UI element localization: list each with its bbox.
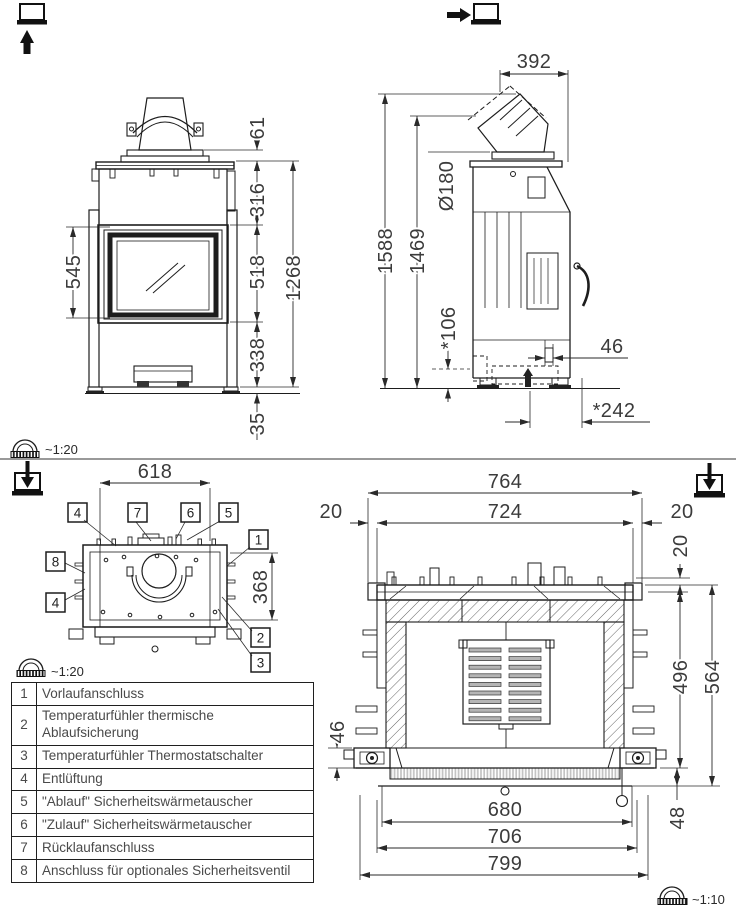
svg-text:8: 8 (52, 554, 60, 569)
svg-text:2: 2 (257, 630, 265, 645)
svg-text:3: 3 (257, 655, 265, 670)
legend-table: 1 Vorlaufanschluss 2 Temperaturfühler th… (11, 682, 314, 883)
callout-5: 5 (218, 502, 239, 523)
dim-front-base-height: 35 (247, 412, 269, 435)
dim-side-flue-diameter: Ø180 (436, 161, 458, 212)
dim-side-top-depth: 392 (517, 51, 552, 73)
view-direction-icon-side (447, 3, 501, 25)
dim-section-outer-depth: 564 (702, 660, 724, 695)
scale-label-top: ~1:20 (10, 439, 78, 458)
dim-section-right-margin: 20 (670, 501, 693, 523)
legend-num: 7 (11, 836, 37, 860)
dim-section-inner-width: 724 (488, 501, 523, 523)
scale-label-section: ~1:10 (657, 886, 725, 907)
dim-front-total-height: 1268 (283, 255, 305, 301)
dim-plan-body-width: 618 (138, 461, 173, 483)
callout-6: 6 (180, 502, 201, 523)
legend-row: 1 Vorlaufanschluss (11, 682, 314, 706)
dim-section-bottom-height: 48 (667, 806, 689, 829)
view-direction-icon-front (17, 3, 47, 54)
legend-num: 1 (11, 682, 37, 706)
plan-view (68, 533, 242, 653)
front-view (85, 97, 300, 394)
legend-label: "Ablauf" Sicherheitswärmetauscher (36, 790, 314, 815)
callout-4-top: 4 (67, 502, 88, 523)
legend-num: 6 (11, 813, 37, 838)
legend-num: 4 (11, 767, 37, 792)
dim-side-total-height: 1588 (375, 228, 397, 274)
legend-row: 6 "Zulauf" Sicherheitswärmetauscher (11, 813, 314, 838)
dim-front-door-height: 518 (247, 255, 269, 290)
front-view-dimensions: 545 61 316 518 338 35 1268 (61, 114, 307, 440)
legend-row: 8 Anschluss für optionales Sicherheitsve… (11, 859, 314, 883)
view-direction-icon-section (694, 463, 725, 498)
svg-text:7: 7 (134, 505, 142, 520)
section-view-dimensions: 764 724 20 20 20 496 564 48 46 (317, 469, 726, 880)
scale-section-text: ~1:10 (692, 892, 725, 907)
legend-num: 2 (11, 704, 37, 746)
dim-section-top-margin: 20 (670, 534, 692, 557)
legend-row: 4 Entlüftung (11, 767, 314, 792)
dim-section-outer-width: 764 (488, 471, 523, 493)
callout-2: 2 (250, 627, 271, 648)
legend-label: Temperaturfühler thermische Ablaufsicher… (36, 704, 314, 746)
svg-text:4: 4 (74, 505, 82, 520)
svg-text:4: 4 (52, 595, 60, 610)
dim-side-collar-height: 1469 (407, 228, 429, 274)
dim-front-glass-height: 545 (63, 255, 85, 290)
section-view (343, 562, 667, 808)
dim-side-bottom-clearance: *106 (438, 307, 460, 350)
callout-3: 3 (250, 652, 271, 673)
callout-4-left: 4 (45, 592, 66, 613)
dim-section-grate-width: 680 (488, 799, 523, 821)
svg-text:5: 5 (225, 505, 233, 520)
legend-label: Anschluss für optionales Sicherheitsvent… (36, 859, 314, 883)
dim-plan-body-depth: 368 (250, 570, 272, 605)
svg-text:6: 6 (187, 505, 195, 520)
dim-section-side-gap: 46 (327, 720, 349, 743)
dim-section-inner-depth: 496 (670, 660, 692, 695)
legend-num: 8 (11, 859, 37, 883)
legend-label: "Zulauf" Sicherheitswärmetauscher (36, 813, 314, 838)
legend-row: 7 Rücklaufanschluss (11, 836, 314, 860)
legend-row: 5 "Ablauf" Sicherheitswärmetauscher (11, 790, 314, 815)
scale-label-plan: ~1:20 (16, 658, 84, 679)
callout-7: 7 (127, 502, 148, 523)
dim-front-lower-height: 338 (247, 338, 269, 373)
dim-section-base-width: 799 (488, 853, 523, 875)
dim-section-pan-width: 706 (488, 826, 523, 848)
dim-section-left-margin: 20 (319, 501, 342, 523)
legend-label: Entlüftung (36, 767, 314, 792)
legend-label: Vorlaufanschluss (36, 682, 314, 706)
legend-row: 3 Temperaturfühler Thermostatschalter (11, 744, 314, 769)
scale-top-text: ~1:20 (45, 442, 78, 457)
view-direction-icon-plan (12, 461, 43, 496)
svg-text:1: 1 (255, 532, 263, 547)
dim-front-upper-height: 316 (247, 183, 269, 218)
legend-label: Rücklaufanschluss (36, 836, 314, 860)
side-view (380, 85, 620, 389)
plan-view-dimensions: 618 368 (99, 459, 278, 621)
legend-num: 5 (11, 790, 37, 815)
scale-plan-text: ~1:20 (51, 664, 84, 679)
plan-view-callouts: 4 7 6 5 8 4 1 2 (45, 502, 271, 673)
grate-slots (468, 647, 542, 722)
callout-1: 1 (248, 529, 269, 550)
legend-row: 2 Temperaturfühler thermische Ablaufsich… (11, 704, 314, 746)
dim-side-base-depth: *242 (593, 400, 636, 422)
side-view-dimensions: 392 1588 1469 Ø180 *106 46 *242 (373, 49, 650, 428)
legend-num: 3 (11, 744, 37, 769)
callout-8: 8 (45, 551, 66, 572)
dim-side-rear-gap: 46 (600, 336, 623, 358)
dim-front-collar-height: 61 (247, 116, 269, 139)
legend-label: Temperaturfühler Thermostatschalter (36, 744, 314, 769)
